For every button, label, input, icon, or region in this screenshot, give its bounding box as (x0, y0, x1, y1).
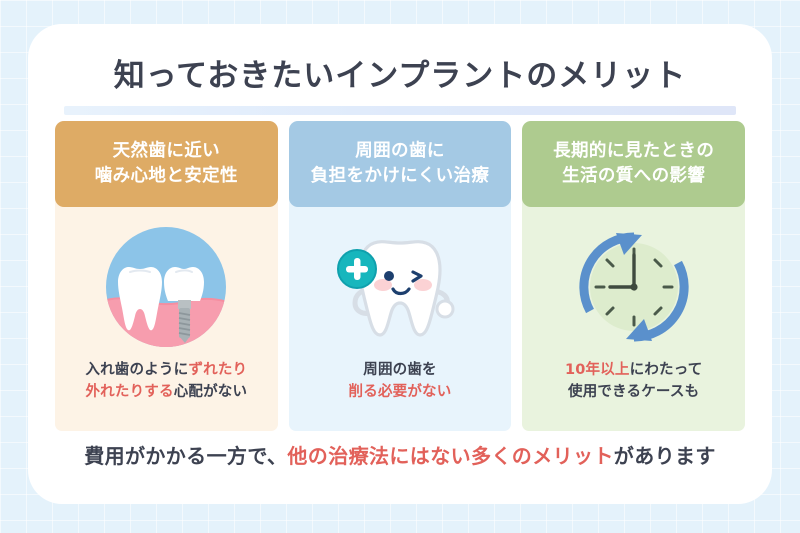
caption-text-dark: 使用できるケースも (568, 384, 700, 401)
card-caption-natural: 入れ歯のようにずれたり 外れたりする心配がない (85, 359, 247, 404)
benefit-card-adjacent: 周囲の歯に 負担をかけにくい治療 (288, 121, 512, 431)
card-header-longterm: 長期的に見たときの 生活の質への影響 (522, 121, 746, 207)
card-header-natural: 天然歯に近い 噛み心地と安定性 (55, 121, 278, 207)
footer-text-highlight: 他の治療法にはない多くのメリット (287, 444, 614, 468)
card-header-adjacent-line2: 負担をかけにくい治療 (310, 166, 490, 186)
page-title-container: 知っておきたいインプラントのメリット (28, 58, 772, 101)
caption-text-highlight: 10年以上 (564, 362, 630, 378)
illustration-natural (103, 221, 229, 353)
footer-summary: 費用がかかる一方で、他の治療法にはない多くのメリットがあります (28, 440, 772, 469)
card-header-adjacent: 周囲の歯に 負担をかけにくい治療 (288, 121, 512, 207)
card-caption-adjacent-line1: 周囲の歯を (349, 359, 452, 381)
card-caption-adjacent: 周囲の歯を 削る必要がない (349, 359, 452, 404)
implant-vs-natural-tooth-icon (106, 227, 227, 347)
title-underline (64, 106, 736, 115)
card-header-adjacent-line1: 周囲の歯に (355, 140, 445, 161)
clock-with-rotation-arrows-icon (579, 232, 689, 342)
caption-text-highlight: 削る必要がない (348, 384, 452, 401)
card-caption-adjacent-line2: 削る必要がない (349, 381, 452, 403)
footer-text-part1: 費用がかかる一方で、 (84, 444, 288, 468)
illustration-longterm (572, 221, 696, 353)
benefit-card-longterm: 長期的に見たときの 生活の質への影響 (522, 121, 746, 431)
caption-text-dark: 入れ歯のように (85, 362, 189, 378)
benefit-card-natural: 天然歯に近い 噛み心地と安定性 (55, 121, 278, 431)
illustration-adjacent (335, 221, 465, 353)
card-header-longterm-line1: 長期的に見たときの (553, 140, 715, 161)
caption-text-dark: 心配がない (173, 384, 248, 401)
card-caption-longterm-line2: 使用できるケースも (565, 381, 702, 403)
card-header-natural-line2: 噛み心地と安定性 (94, 166, 238, 186)
page-title: 知っておきたいインプラントのメリット (113, 58, 687, 94)
caption-text-dark: 周囲の歯を (363, 362, 437, 378)
card-inner-longterm: 10年以上にわたって 使用できるケースも (522, 207, 745, 431)
card-caption-natural-line2: 外れたりする心配がない (85, 381, 247, 403)
card-caption-longterm-line1: 10年以上にわたって (565, 359, 702, 381)
card-header-natural-line1: 天然歯に近い (112, 140, 221, 161)
happy-tooth-with-plus-badge-icon (337, 240, 455, 337)
main-panel: 知っておきたいインプラントのメリット 天然歯に近い 噛み心地と安定性 (28, 24, 772, 504)
card-inner-natural: 入れ歯のようにずれたり 外れたりする心配がない (55, 207, 278, 431)
benefit-cards-row: 天然歯に近い 噛み心地と安定性 (55, 121, 746, 431)
caption-text-highlight: ずれたり (188, 362, 248, 378)
footer-text-part3: があります (613, 444, 716, 468)
card-header-longterm-line2: 生活の質への影響 (562, 166, 706, 186)
card-inner-adjacent: 周囲の歯を 削る必要がない (289, 207, 512, 431)
caption-text-dark: にわたって (629, 362, 703, 378)
caption-text-highlight: 外れたりする (85, 384, 174, 401)
card-caption-longterm: 10年以上にわたって 使用できるケースも (565, 359, 702, 404)
card-caption-natural-line1: 入れ歯のようにずれたり (85, 359, 247, 381)
